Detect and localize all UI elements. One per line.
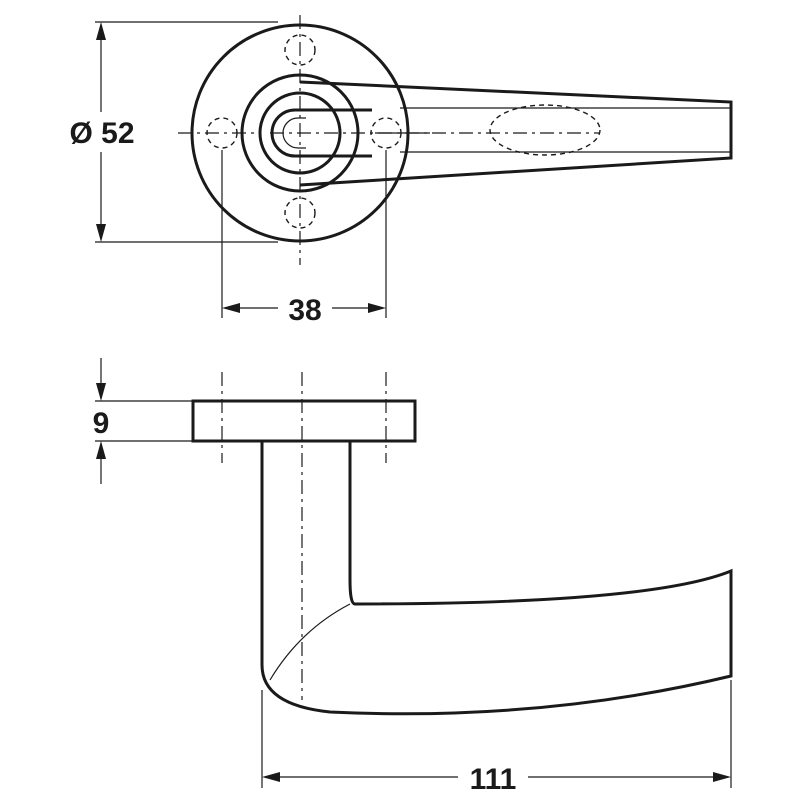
lever-bar-outline [299, 80, 733, 187]
arrow-left-icon [222, 303, 240, 313]
screw-hole-top [284, 34, 316, 66]
neck-inner-ring [258, 91, 342, 175]
lever-body-outline [260, 441, 733, 716]
diameter-label: Ø 52 [69, 117, 134, 150]
arrow-left-icon [262, 772, 280, 782]
lever-shading-curve [269, 603, 351, 681]
top-view: Ø 52 38 [56, 15, 733, 327]
thickness-label: 9 [93, 407, 110, 440]
side-view: 9 111 [93, 358, 733, 796]
arrow-up-icon [96, 441, 106, 459]
arrow-down-icon [96, 383, 106, 401]
hidden-oval-recess [489, 104, 601, 156]
arrow-up-icon [96, 22, 106, 40]
arrow-down-icon [96, 224, 106, 242]
arrow-right-icon [713, 772, 731, 782]
length-label: 111 [470, 763, 517, 796]
screw-hole-bottom [284, 197, 316, 229]
rose-plate [191, 399, 417, 443]
spacing-label: 38 [288, 294, 321, 327]
arrow-right-icon [368, 303, 386, 313]
